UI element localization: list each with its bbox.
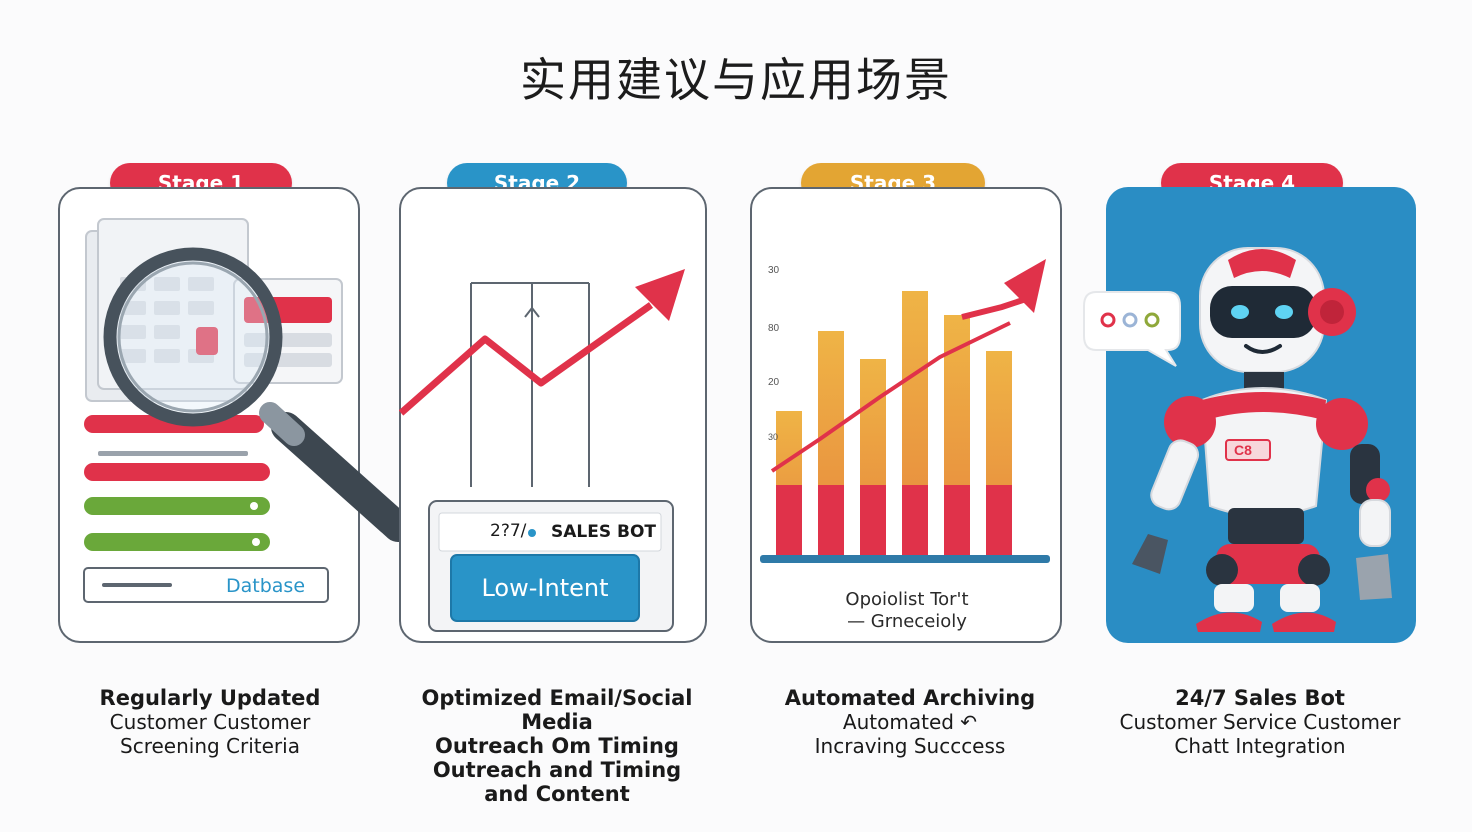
chart-caption-line-2: — Grneceioly: [847, 611, 967, 632]
stage-2-line-3: and Content: [484, 782, 630, 806]
y-tick-4: 30: [768, 432, 779, 442]
chart-bar-base-3: [860, 485, 886, 555]
low-intent-button[interactable]: Low-Intent: [481, 574, 609, 602]
chart-bar-base-1: [776, 485, 802, 555]
stage-3-heading: Automated Archiving: [784, 686, 1036, 710]
stage-1-illustration: [83, 218, 413, 603]
robot-icon: [1132, 247, 1392, 632]
sales-bot-label: SALES BOT: [551, 522, 657, 542]
stage-4-line-2: Chatt Integration: [1174, 734, 1346, 758]
stage-3-bar-chart: [760, 259, 1050, 563]
stage-1-heading: Regularly Updated: [99, 686, 321, 710]
stage-4-line-1: Customer Service Customer: [1119, 710, 1401, 734]
stage-2-line-1: Outreach Om Timing: [435, 734, 679, 758]
robot-chest-badge: C8: [1234, 442, 1252, 458]
chart-bar-base-4: [902, 485, 928, 555]
stage-2-heading: Optimized Email/Social Media: [421, 686, 693, 734]
stage-4-caption: 24/7 Sales Bot Customer Service Customer…: [1110, 686, 1410, 758]
y-tick-2: 80: [768, 323, 780, 334]
chart-bar-base-5: [944, 485, 970, 555]
stage-3-line-1: Automated ↶: [842, 710, 978, 734]
y-tick-1: 30: [768, 265, 780, 276]
stage-2-line-2: Outreach and Timing: [432, 758, 682, 782]
stage-4-heading: 24/7 Sales Bot: [1175, 686, 1345, 710]
bot-badge-text: 2?7/: [490, 521, 527, 541]
chart-bar-base-2: [818, 485, 844, 555]
y-tick-3: 20: [768, 377, 780, 388]
magnifier-icon: [103, 247, 413, 542]
chart-bar-base-6: [986, 485, 1012, 555]
stage-3-caption: Automated Archiving Automated ↶ Incravin…: [760, 686, 1060, 758]
page-title: 实用建议与应用场景: [520, 53, 952, 107]
stage-1-line-2: Screening Criteria: [120, 734, 300, 758]
stage-2-illustration: [399, 269, 685, 632]
stage-2-caption: Optimized Email/Social Media Outreach Om…: [392, 686, 722, 806]
stage-3-line-2: Incraving Succcess: [814, 734, 1006, 758]
database-label: Datbase: [226, 575, 306, 597]
chart-caption-line-1: Opoiolist Tor't: [845, 589, 969, 610]
chat-bubble-icon: [1083, 291, 1181, 367]
stage-1-caption: Regularly Updated Customer Customer Scre…: [60, 686, 360, 758]
stage-1-line-1: Customer Customer: [109, 710, 311, 734]
